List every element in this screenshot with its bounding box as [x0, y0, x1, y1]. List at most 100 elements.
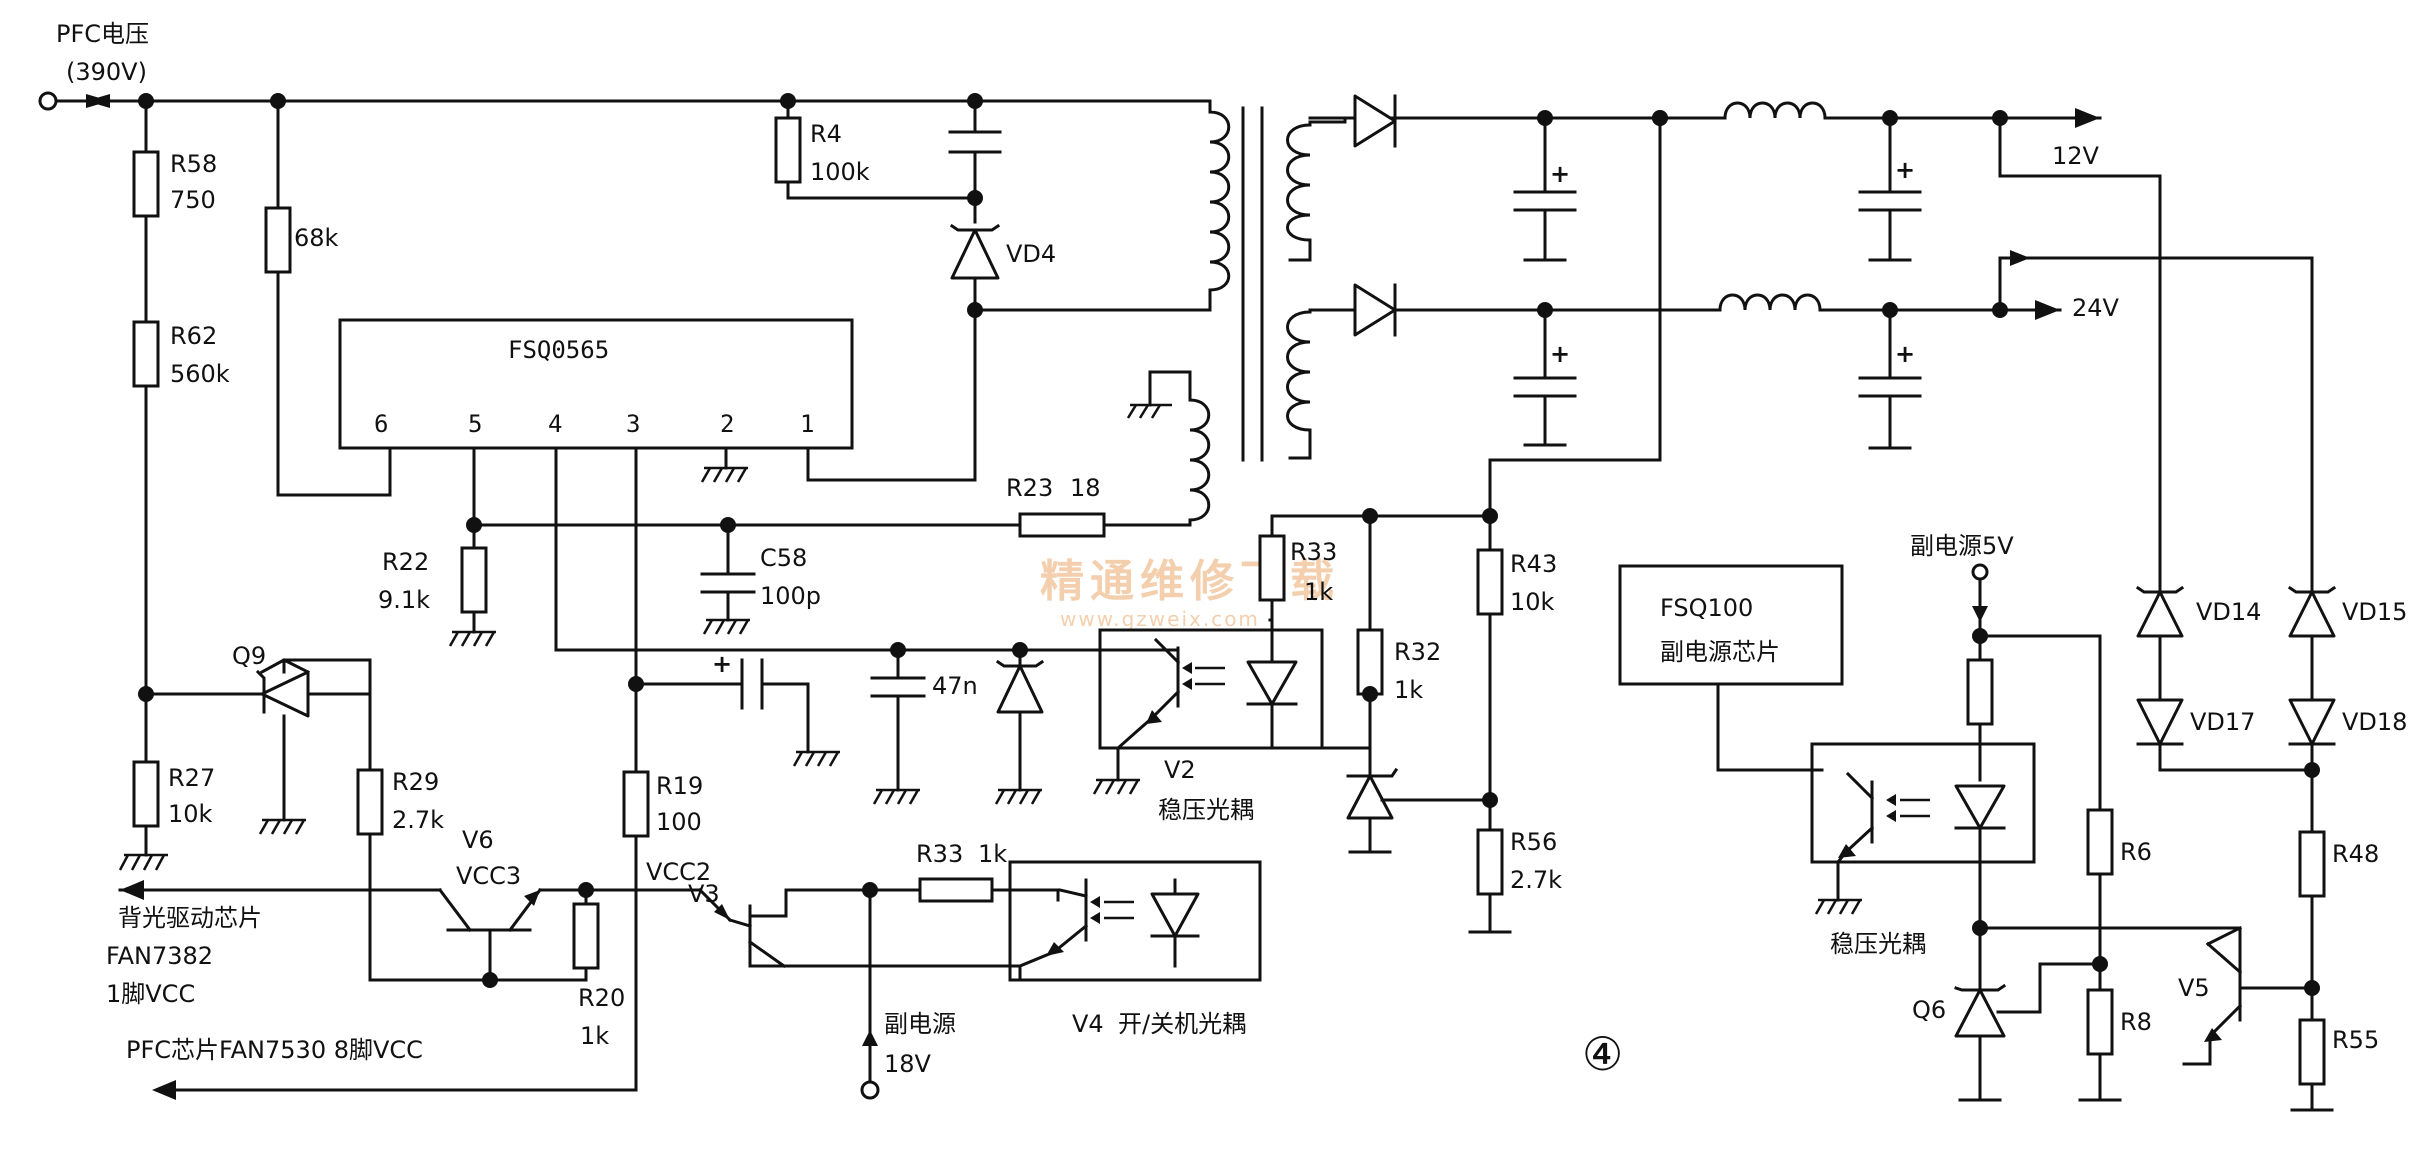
- ground-icon: [118, 853, 168, 871]
- fsq0565-name: FSQ0565: [508, 336, 609, 364]
- r22-ref: R22: [382, 548, 429, 576]
- transformer-secondary-12v: [1286, 123, 1312, 242]
- q9-ref: Q9: [232, 642, 266, 670]
- resistor-r22: [460, 546, 488, 614]
- aux-18v-label: 18V: [884, 1050, 932, 1078]
- resistor-r6: [2086, 808, 2114, 876]
- resistor-r33b: [918, 877, 994, 903]
- v4-desc: 开/关机光耦: [1118, 1010, 1246, 1038]
- arrow-pfc-vcc: [152, 1080, 176, 1100]
- vcc3-label: VCC3: [456, 862, 521, 890]
- r29-value: 2.7k: [392, 806, 444, 834]
- vd18-ref: VD18: [2342, 708, 2407, 736]
- r23-value: 18: [1070, 474, 1101, 502]
- zener-pin4: [996, 664, 1044, 714]
- resistor-r20: [572, 902, 600, 970]
- v5-ref: V5: [2178, 974, 2210, 1002]
- r4-value: 100k: [810, 158, 870, 186]
- zener-q9: [260, 670, 310, 718]
- pin-3-label: 3: [626, 410, 640, 438]
- v2-desc: 稳压光耦: [1158, 796, 1254, 824]
- ground-icon: [700, 466, 748, 483]
- r20-value: 1k: [580, 1022, 609, 1050]
- optocoupler-right: [1810, 742, 2036, 864]
- vd14-ref: VD14: [2196, 598, 2261, 626]
- resistor-r29: [356, 768, 384, 836]
- regulator-tl431: [1346, 774, 1394, 820]
- r58-value: 750: [170, 186, 216, 214]
- r62-ref: R62: [170, 322, 217, 350]
- inductor-12v: [1723, 101, 1827, 120]
- resistor-r33a: [1258, 534, 1286, 602]
- r8-ref: R8: [2120, 1008, 2152, 1036]
- ground-icon: [994, 788, 1042, 805]
- resistor-r27: [132, 760, 160, 828]
- v2-ref: V2: [1164, 756, 1196, 784]
- transformer-aux: [1126, 370, 1211, 522]
- r33a-ref: R33: [1290, 538, 1337, 566]
- r32-ref: R32: [1394, 638, 1441, 666]
- vd15-ref: VD15: [2342, 598, 2407, 626]
- r27-ref: R27: [168, 764, 215, 792]
- resistor-r43: [1476, 548, 1504, 616]
- ground-icon: [258, 818, 306, 835]
- pin-5-label: 5: [468, 410, 482, 438]
- vd4-ref: VD4: [1006, 240, 1056, 268]
- resistor-r4: [774, 116, 802, 184]
- ground-icon: [1814, 898, 1862, 915]
- r20-ref: R20: [578, 984, 625, 1012]
- ground-icon: [702, 618, 750, 635]
- r68-value: 68k: [294, 224, 339, 252]
- r56-ref: R56: [1510, 828, 1557, 856]
- watermark-url: www.gzweix.com: [1060, 607, 1260, 631]
- fsq100-desc: 副电源芯片: [1660, 638, 1780, 666]
- ground-icon: [1092, 778, 1140, 795]
- ground-icon: [448, 630, 496, 647]
- resistor-r19: [622, 770, 650, 838]
- diode-24v-rect: [1353, 283, 1397, 337]
- resistor-r55: [2298, 1018, 2326, 1086]
- aux-5v-terminal: [1971, 563, 1989, 581]
- pfc-voltage-label: PFC电压: [56, 20, 149, 48]
- pin-2-label: 2: [720, 410, 734, 438]
- q6-ref: Q6: [1912, 996, 1946, 1024]
- v4-ref: V4: [1072, 1010, 1104, 1038]
- r48-ref: R48: [2332, 840, 2379, 868]
- zener-vd14: [2136, 590, 2184, 638]
- c58-ref: C58: [760, 544, 807, 572]
- opto-right-label: 稳压光耦: [1830, 930, 1926, 958]
- c47-value: 47n: [932, 672, 978, 700]
- r33a-value: 1k: [1304, 578, 1333, 606]
- fsq100-chip: [1618, 564, 1844, 686]
- diode-vd4: [950, 228, 1000, 280]
- r43-ref: R43: [1510, 550, 1557, 578]
- svg-text:+: +: [1895, 340, 1915, 368]
- r19-value: 100: [656, 808, 702, 836]
- r43-value: 10k: [1510, 588, 1555, 616]
- r19-ref: R19: [656, 772, 703, 800]
- r29-ref: R29: [392, 768, 439, 796]
- resistor-r8: [2086, 988, 2114, 1056]
- inductor-24v: [1718, 293, 1822, 312]
- pfc-input: PFC电压 (390V): [38, 20, 1212, 111]
- vd17-ref: VD17: [2190, 708, 2255, 736]
- resistor-68k: [264, 206, 292, 274]
- r32-value: 1k: [1394, 676, 1423, 704]
- resistor-r58: [132, 150, 160, 218]
- resistor-r62: [132, 320, 160, 388]
- pin-6-label: 6: [374, 410, 388, 438]
- transformer-primary: [1208, 99, 1231, 292]
- resistor-r48: [2298, 830, 2326, 898]
- resistor-r23: [1018, 512, 1106, 538]
- diode-vd17: [2136, 698, 2184, 746]
- r62-value: 560k: [170, 360, 230, 388]
- opto-right-led: [1954, 784, 2006, 830]
- zener-vd15: [2288, 590, 2336, 638]
- fan7382-pin-label: 1脚VCC: [106, 980, 195, 1008]
- opto-v4-led: [1150, 892, 1200, 938]
- svg-text:+: +: [1550, 340, 1570, 368]
- pin-4-label: 4: [548, 410, 562, 438]
- c58-value: 100p: [760, 582, 821, 610]
- fsq0565-chip: [338, 318, 854, 450]
- output-24v-label: 24V: [2072, 294, 2120, 322]
